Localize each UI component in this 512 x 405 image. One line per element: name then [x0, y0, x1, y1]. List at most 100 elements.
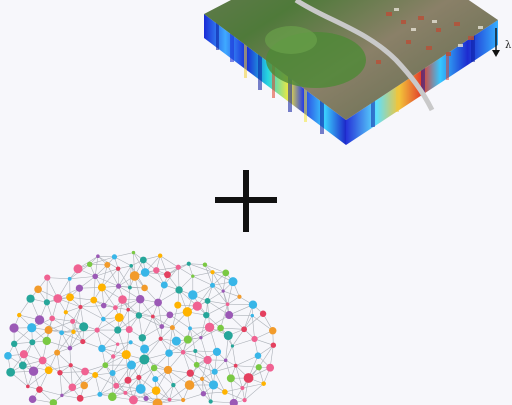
network-node: [184, 380, 195, 390]
network-node: [153, 267, 160, 274]
network-edge: [69, 276, 96, 280]
network-node: [80, 381, 89, 390]
network-node: [151, 386, 161, 395]
network-edge: [188, 263, 205, 266]
network-node: [223, 358, 228, 363]
network-edge: [244, 383, 264, 401]
network-edge: [153, 367, 174, 386]
network-node: [100, 302, 107, 309]
network-node: [165, 349, 173, 357]
network-edge: [115, 298, 141, 308]
network-node: [126, 307, 130, 312]
network-edge: [189, 328, 202, 338]
network-node: [248, 300, 258, 309]
network-edge: [232, 338, 255, 347]
network-node: [225, 311, 234, 320]
network-edge: [80, 306, 104, 320]
network-node: [217, 324, 224, 332]
network-node: [241, 326, 248, 333]
network-edge: [125, 392, 147, 399]
network-node: [226, 374, 235, 383]
network-node: [127, 285, 132, 290]
network-node: [28, 366, 39, 376]
network-node: [135, 312, 143, 319]
network-node: [211, 368, 218, 375]
network-node: [139, 256, 147, 264]
network-edge: [93, 300, 104, 320]
network-node: [42, 336, 51, 346]
network-node: [86, 261, 93, 267]
network-edge: [48, 321, 73, 331]
network-node: [78, 304, 83, 310]
network-edge: [157, 289, 180, 303]
network-node: [118, 295, 127, 304]
network-edge: [69, 348, 72, 366]
network-node: [228, 277, 238, 287]
network-edge: [235, 365, 243, 389]
network-edge: [169, 384, 174, 400]
network-edge: [222, 291, 230, 316]
network-edge: [69, 331, 74, 349]
network-edge: [101, 268, 119, 288]
network-edge: [224, 391, 245, 401]
network-node: [124, 376, 132, 384]
network-edge: [118, 265, 132, 287]
network-edge: [200, 327, 221, 338]
network-node: [138, 334, 147, 342]
network-node: [6, 367, 16, 377]
network-edge: [73, 329, 98, 333]
network-node: [26, 384, 30, 389]
network-node: [92, 371, 99, 378]
network-edge: [204, 264, 213, 286]
network-node: [150, 314, 155, 319]
network-node: [111, 354, 116, 359]
network-node: [222, 389, 228, 395]
network-node: [186, 261, 191, 266]
network-node: [113, 382, 120, 389]
network-node: [199, 376, 205, 381]
network-edge: [94, 374, 101, 395]
network-edge: [192, 275, 213, 286]
network-edge: [39, 389, 62, 396]
network-node: [67, 345, 73, 351]
network-edge: [95, 268, 119, 277]
network-edge: [156, 266, 179, 271]
network-node: [182, 307, 193, 317]
network-node: [261, 381, 266, 386]
network-edge: [189, 328, 196, 352]
network-edge: [203, 391, 225, 394]
network-edge: [138, 315, 162, 327]
network-edge: [200, 315, 207, 338]
network-edge: [182, 351, 208, 361]
network-edge: [220, 304, 228, 329]
network-edge: [127, 287, 131, 310]
network-node: [251, 335, 258, 343]
network-edge: [97, 255, 115, 258]
network-edge: [190, 373, 204, 394]
network-node: [19, 350, 28, 359]
network-edge: [69, 296, 94, 301]
network-node: [140, 268, 150, 277]
network-node: [154, 298, 162, 307]
network-edge: [212, 272, 224, 292]
wavelength-label: λ: [505, 40, 512, 51]
network-edge: [56, 352, 61, 373]
network-edge: [220, 327, 245, 330]
network-edge: [117, 315, 140, 331]
network-edge: [188, 263, 194, 277]
network-edge: [118, 265, 132, 269]
network-node: [193, 361, 200, 368]
network-node: [115, 283, 122, 289]
network-edge: [169, 314, 191, 329]
network-edge: [114, 252, 134, 258]
network-node: [104, 261, 111, 268]
network-node: [34, 285, 42, 294]
network-node: [18, 361, 27, 370]
network-edge: [243, 304, 254, 330]
network-edge: [93, 276, 96, 301]
network-node: [49, 315, 55, 322]
network-edge: [204, 264, 226, 274]
network-node: [121, 350, 131, 360]
network-node: [269, 327, 277, 335]
